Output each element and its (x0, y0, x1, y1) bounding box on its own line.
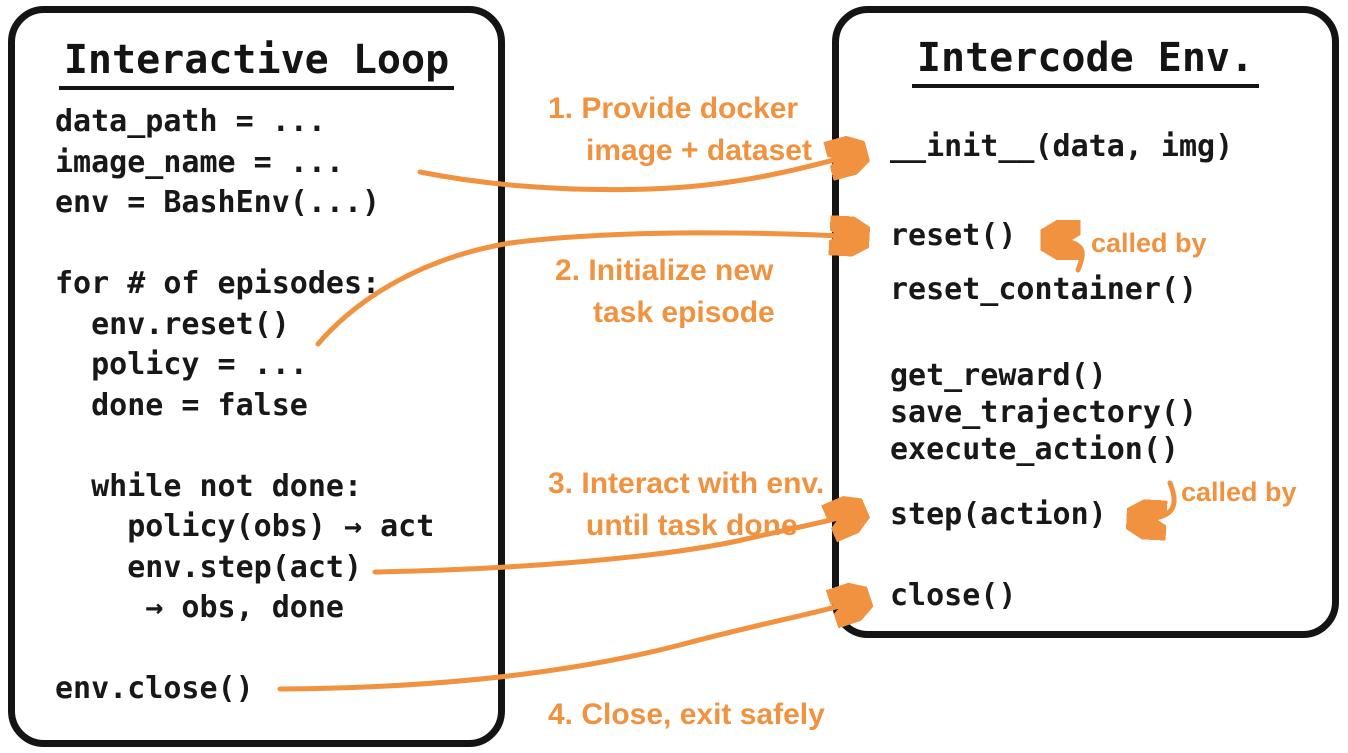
interactive-loop-box: Interactive Loop data_path = ... image_n… (8, 6, 505, 747)
annotation-step4: 4. Close, exit safely (548, 694, 825, 736)
annotation-step1-line1: 1. Provide docker (548, 92, 799, 125)
method-execute-action: execute_action() (890, 432, 1179, 467)
method-close: close() (890, 578, 1017, 613)
annotation-step3: 3. Interact with env. until task done (548, 463, 824, 547)
intercode-env-box: Intercode Env. __init__(data, img) reset… (832, 6, 1339, 638)
annotation-step3-line2: until task done (586, 509, 798, 542)
annotation-step1-line2: image + dataset (586, 134, 812, 167)
annotation-step3-line1: 3. Interact with env. (548, 467, 825, 500)
method-reset-container: reset_container() (890, 272, 1198, 307)
interactive-loop-title-text: Interactive Loop (58, 37, 455, 90)
interactive-loop-title: Interactive Loop (15, 37, 498, 90)
called-by-reset-label: called by (1091, 228, 1207, 258)
method-step: step(action) (890, 497, 1107, 532)
called-by-step-label: called by (1181, 477, 1297, 507)
method-reset: reset() (890, 218, 1017, 253)
annotation-step1: 1. Provide docker image + dataset (548, 88, 812, 172)
annotation-step2: 2. Initialize new task episode (555, 250, 775, 334)
method-get-reward: get_reward() (890, 358, 1107, 393)
annotation-step2-line2: task episode (593, 296, 775, 329)
annotation-step4-line1: 4. Close, exit safely (548, 698, 825, 731)
interactive-loop-code: data_path = ... image_name = ... env = B… (55, 104, 435, 706)
method-init: __init__(data, img) (890, 129, 1234, 164)
intercode-env-title: Intercode Env. (839, 35, 1332, 88)
intercode-env-title-text: Intercode Env. (911, 35, 1260, 88)
annotation-step2-line1: 2. Initialize new (555, 254, 774, 287)
method-save-trajectory: save_trajectory() (890, 395, 1198, 430)
